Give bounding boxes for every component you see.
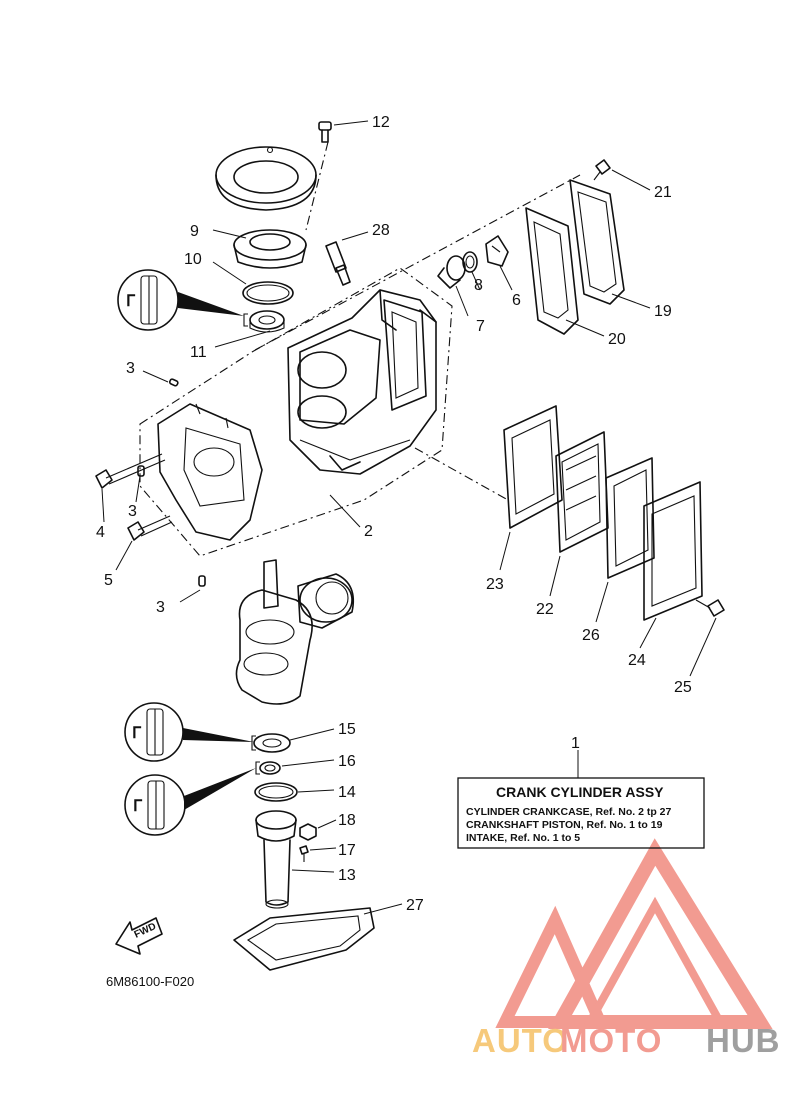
- part-16-bearing: [255, 759, 335, 775]
- dowel-pins-3: [135, 370, 206, 603]
- callout-8: 8: [474, 277, 483, 294]
- assembly-line-1: CYLINDER CRANKCASE, Ref. No. 2 tp 27: [466, 806, 672, 818]
- callout-16: 16: [338, 753, 356, 770]
- intake-block: [157, 403, 263, 541]
- callout-4: 4: [96, 524, 105, 541]
- grease-inset-middle: ᒥ: [124, 702, 254, 762]
- callout-13: 13: [338, 867, 356, 884]
- part-15-seal: [251, 728, 335, 753]
- leader-2: [329, 494, 361, 528]
- part-23-gasket: [499, 405, 563, 571]
- svg-text:ᒥ: ᒥ: [132, 725, 142, 742]
- part-14-o-ring: [254, 782, 335, 802]
- watermark-logo: AUTO MOTO HUB: [472, 838, 781, 1059]
- crankshaft-assembly: [235, 559, 355, 705]
- callout-25: 25: [674, 679, 692, 696]
- part-20-gasket: [525, 207, 605, 337]
- callout-3b: 3: [128, 503, 137, 520]
- callout-24: 24: [628, 652, 646, 669]
- fwd-arrow-icon: FWD: [115, 917, 163, 955]
- callout-19: 19: [654, 303, 672, 320]
- part-13-housing: [255, 810, 335, 909]
- part-27-gasket: [233, 903, 403, 971]
- callout-21: 21: [654, 184, 672, 201]
- assembly-outline-2: [139, 267, 453, 557]
- svg-text:ᒥ: ᒥ: [126, 293, 136, 310]
- callout-10: 10: [184, 251, 202, 268]
- callout-28: 28: [372, 222, 390, 239]
- assembly-title: CRANK CYLINDER ASSY: [496, 784, 664, 800]
- callout-11: 11: [190, 344, 207, 361]
- grease-inset-upper: ᒥ: [117, 269, 244, 331]
- part-26-gasket: [595, 457, 655, 623]
- watermark-auto: AUTO: [472, 1022, 569, 1059]
- callout-7: 7: [476, 318, 485, 335]
- callout-23: 23: [486, 576, 504, 593]
- callout-numbers: 1 2 3 3 3 4 5 6 7 8 9 10 11 12 13 14 15 …: [96, 114, 692, 914]
- part-10-o-ring: [212, 261, 294, 305]
- part-5-bolt: [115, 515, 173, 571]
- upper-bearing-housing: [215, 141, 329, 231]
- callout-9: 9: [190, 223, 199, 240]
- axis-line-top: [254, 174, 581, 351]
- part-17-bolt: [299, 845, 337, 862]
- assembly-line-2: CRANKSHAFT PISTON, Ref. No. 1 to 19: [466, 819, 663, 831]
- callout-14: 14: [338, 784, 356, 801]
- axis-line-gasket: [414, 447, 509, 501]
- svg-text:ᒥ: ᒥ: [133, 798, 143, 815]
- part-11-oil-seal: [214, 310, 285, 348]
- part-19-exhaust-cover: [569, 179, 651, 309]
- callout-3a: 3: [126, 360, 135, 377]
- part-21-bolt: [593, 159, 651, 191]
- assembly-line-3: INTAKE, Ref. No. 1 to 5: [466, 832, 580, 844]
- watermark-moto: MOTO: [560, 1022, 662, 1059]
- part-2-cylinder-crankcase: [287, 289, 437, 475]
- part-24-cover: [639, 481, 703, 649]
- callout-22: 22: [536, 601, 554, 618]
- part-4-bolt: [95, 453, 166, 523]
- callout-18: 18: [338, 812, 356, 829]
- callout-6: 6: [512, 292, 521, 309]
- callout-15: 15: [338, 721, 356, 738]
- part-12-bolt: [318, 120, 369, 143]
- drawing-code: 6M86100-F020: [106, 974, 194, 989]
- part-8-gasket: [462, 251, 481, 291]
- callout-27: 27: [406, 897, 424, 914]
- part-25-bolt: [689, 599, 725, 677]
- callout-1: 1: [571, 735, 580, 752]
- callout-5: 5: [104, 572, 113, 589]
- callout-20: 20: [608, 331, 626, 348]
- part-28-spark-plug: [325, 231, 369, 286]
- callout-3c: 3: [156, 599, 165, 616]
- part-18-nut: [299, 819, 337, 841]
- part-6-cover: [485, 235, 513, 291]
- part-22-reed-valve: [549, 431, 609, 597]
- assembly-label-box: CRANK CYLINDER ASSY CYLINDER CRANKCASE, …: [457, 777, 705, 849]
- callout-12: 12: [372, 114, 390, 131]
- grease-inset-lower: ᒥ: [124, 768, 256, 836]
- part-9-seal-holder: [212, 229, 307, 269]
- callout-2: 2: [364, 523, 373, 540]
- callout-17: 17: [338, 842, 356, 859]
- watermark-hub: HUB: [706, 1022, 781, 1059]
- callout-26: 26: [582, 627, 600, 644]
